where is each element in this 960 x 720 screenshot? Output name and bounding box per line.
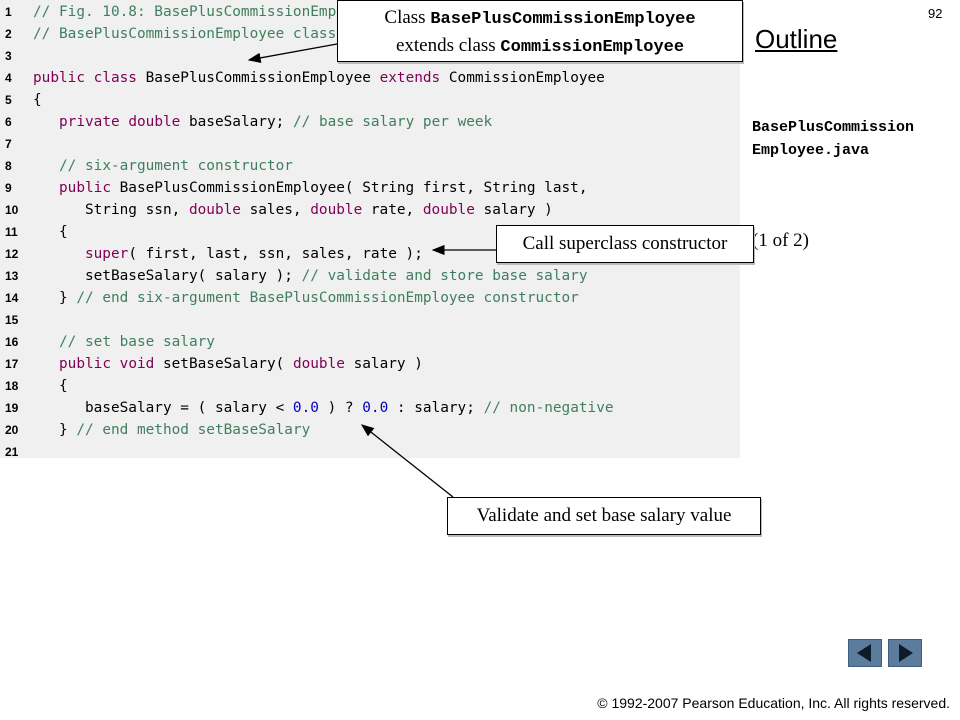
code-text: } // end method setBaseSalary [33,422,311,438]
code-line: 20 } // end method setBaseSalary [0,419,740,441]
code-text: // Fig. 10.8: BasePlusCommissionEmp [33,4,337,20]
line-number: 21 [5,445,19,459]
line-number: 6 [5,115,12,129]
line-number: 12 [5,247,19,261]
code-line: 4 public class BasePlusCommissionEmployee… [0,67,740,89]
line-number: 4 [5,71,12,85]
code-text: private double baseSalary; // base salar… [59,114,493,130]
code-line: 17 public void setBaseSalary( double sal… [0,353,740,375]
class-declaration-callout: Class BasePlusCommissionEmployee extends… [337,0,743,62]
code-line: 5{ [0,89,740,111]
code-line: 13 setBaseSalary( salary ); // validate … [0,265,740,287]
callout-extends-prefix: extends class [395,35,501,56]
copyright-notice: © 1992-2007 Pearson Education, Inc. All … [597,695,950,711]
code-line: 14 } // end six-argument BasePlusCommiss… [0,287,740,309]
code-text: // six-argument constructor [59,158,293,174]
outline-title[interactable]: Outline [755,24,838,54]
code-line: 9 public BasePlusCommissionEmployee( Str… [0,177,740,199]
line-number: 16 [5,335,19,349]
line-number: 17 [5,357,19,371]
code-line: 18 { [0,375,740,397]
previous-slide-button[interactable] [848,639,882,667]
callout-class-prefix: Class [384,7,431,28]
code-line: 10 String ssn, double sales, double rate… [0,199,740,221]
code-line: 11 { [0,221,740,243]
line-number: 14 [5,291,19,305]
page-number: 92 [928,6,943,21]
line-number: 7 [5,137,12,151]
code-line: 15 [0,309,740,331]
line-number: 15 [5,313,19,327]
triangle-right-icon [899,644,913,662]
code-text: setBaseSalary( salary ); // validate and… [33,268,588,284]
line-number: 5 [5,93,12,107]
code-text: public BasePlusCommissionEmployee( Strin… [59,180,588,196]
code-text: super( first, last, ssn, sales, rate ); [84,246,423,262]
line-number: 19 [5,401,19,415]
code-line: 8 // six-argument constructor [0,155,740,177]
next-slide-button[interactable] [888,639,922,667]
line-number: 20 [5,423,19,437]
code-line: 12 super( first, last, ssn, sales, rate … [0,243,740,265]
line-number: 9 [5,181,12,195]
code-text: // BasePlusCommissionEmployee class [33,26,337,42]
line-number: 13 [5,269,19,283]
code-line: 3 [0,45,740,67]
code-text: baseSalary = ( salary < 0.0 ) ? 0.0 : sa… [33,400,614,416]
code-text: { [33,224,68,240]
code-line: 2 // BasePlusCommissionEmployee class [0,23,740,45]
code-text: { [33,378,68,394]
code-line: 19 baseSalary = ( salary < 0.0 ) ? 0.0 :… [0,397,740,419]
code-line: 16 // set base salary [0,331,740,353]
line-number: 3 [5,49,12,63]
line-number: 18 [5,379,19,393]
code-line: 1 // Fig. 10.8: BasePlusCommissionEmp [0,1,740,23]
code-text: public void setBaseSalary( double salary… [59,356,423,372]
triangle-left-icon [857,644,871,662]
file-name-line-1: BasePlusCommission [752,119,915,136]
code-line: 6 private double baseSalary; // base sal… [0,111,740,133]
validate-salary-callout: Validate and set base salary value [447,497,761,535]
callout-extends-name: CommissionEmployee [500,38,685,57]
part-indicator: (1 of 2) [752,230,809,251]
super-constructor-callout: Call superclass constructor [496,225,754,263]
callout-class-name: BasePlusCommissionEmployee [430,10,696,29]
line-number: 1 [5,5,12,19]
code-text: // set base salary [59,334,215,350]
file-name-line-2: Employee.java [752,142,870,159]
line-number: 11 [5,225,18,239]
line-number: 8 [5,159,12,173]
code-text: } // end six-argument BasePlusCommission… [33,290,579,306]
code-text: String ssn, double sales, double rate, d… [33,202,553,218]
code-text: { [33,92,42,108]
code-line: 7 [0,133,740,155]
line-number: 2 [5,27,12,41]
code-line: 21 [0,441,740,463]
code-text: public class BasePlusCommissionEmployee … [33,70,605,86]
line-number: 10 [5,203,19,217]
